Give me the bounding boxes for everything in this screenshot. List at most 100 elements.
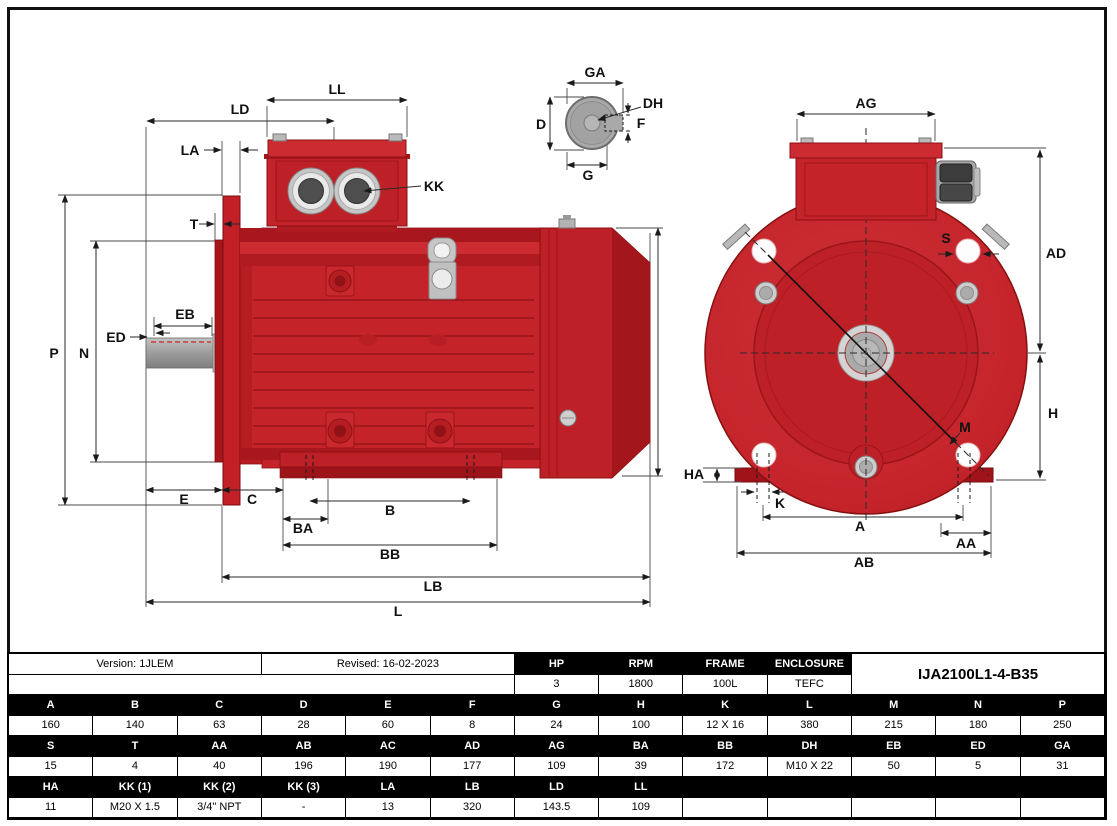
cable-gland-side-icon [935,160,981,204]
dim-label-BA: BA [293,520,313,536]
dim-label-C: C [247,491,257,507]
dim-label-T: T [190,216,199,232]
dim-header-LB: LB [430,777,515,798]
dim-label-LL: LL [328,81,346,97]
dim-header-AG: AG [514,736,600,757]
shaft-end-detail: GA D G F DH [536,64,663,183]
dim-label-E: E [179,491,188,507]
dim-value-M10 X 22: M10 X 22 [767,756,853,777]
dim-value-60: 60 [346,715,431,736]
dim-label-LD: LD [231,101,250,117]
dim-value-215: 215 [852,715,937,736]
front-view: AG AD H S M HA K [684,95,1066,570]
dim-value-empty [1020,797,1105,818]
hp-header: HP [514,654,600,675]
dim-label-B: B [385,502,395,518]
dim-label-AA: AA [956,535,976,551]
dim-header-HA: HA [9,777,94,798]
side-view: LL LD LA T KK P N EB ED [49,81,663,619]
dim-label-LA: LA [181,142,200,158]
dim-value-172: 172 [683,756,768,777]
dim-header-S: S [9,736,94,757]
dim-value-8: 8 [430,715,515,736]
dim-label-G: G [583,167,594,183]
dim-header-K: K [683,695,768,716]
dim-label-H: H [1048,405,1058,421]
dim-label-M: M [959,419,971,435]
dim-value-11: 11 [9,797,94,818]
dim-header-DH: DH [767,736,853,757]
dim-label-EB: EB [175,306,194,322]
hp-value: 3 [514,674,600,695]
plug-pin-right-icon [981,223,1010,251]
dim-label-BB: BB [380,546,400,562]
dim-header-C: C [177,695,262,716]
dim-header-empty [852,777,937,798]
dim-value-320: 320 [430,797,515,818]
dim-header-GA: GA [1020,736,1105,757]
dim-value-empty [767,797,853,818]
dim-label-AG: AG [856,95,877,111]
dim-header-B: B [93,695,178,716]
dim-value-160: 160 [9,715,94,736]
dim-label-L: L [394,603,403,619]
dim-header-AB: AB [261,736,347,757]
dim-header-BA: BA [599,736,684,757]
dim-label-LB: LB [424,578,443,594]
dim-value-15: 15 [9,756,94,777]
dim-header-A: A [9,695,94,716]
dim-label-A: A [855,518,865,534]
dim-header-empty [683,777,768,798]
center-hole [583,114,601,132]
cable-gland-left-icon [287,167,335,215]
dim-value-4: 4 [93,756,178,777]
dim-header-empty [936,777,1021,798]
model-number: IJA2100L1-4-B35 [852,654,1105,695]
dim-value-empty [936,797,1021,818]
side-dimensions: LL LD LA T KK P N EB ED [49,81,662,619]
dim-header-AA: AA [177,736,262,757]
dim-value-5: 5 [936,756,1021,777]
dim-value-12 X 16: 12 X 16 [683,715,768,736]
dim-label-AB: AB [854,554,874,570]
dim-value-empty [683,797,768,818]
dim-label-P: P [49,345,58,361]
dim-value-24: 24 [514,715,600,736]
dim-header-empty [767,777,853,798]
dim-header-L: L [767,695,853,716]
dim-value-63: 63 [177,715,262,736]
dim-value-143.5: 143.5 [514,797,600,818]
revised-cell: Revised: 16-02-2023 [261,654,515,675]
dim-value-140: 140 [93,715,178,736]
dim-value-50: 50 [852,756,937,777]
dim-header-H: H [599,695,684,716]
enclosure-header: ENCLOSURE [767,654,853,675]
dim-header-KK (1): KK (1) [93,777,178,798]
dim-value-109: 109 [599,797,684,818]
dim-header-empty [1020,777,1105,798]
terminal-box-front [789,137,981,221]
dim-value-31: 31 [1020,756,1105,777]
plug-pin-left-icon [722,223,751,251]
dim-value-40: 40 [177,756,262,777]
dim-label-DH: DH [643,95,663,111]
dim-header-LD: LD [514,777,600,798]
dim-value-190: 190 [346,756,431,777]
dim-value-39: 39 [599,756,684,777]
dim-header-EB: EB [852,736,937,757]
motor-body [239,227,541,479]
dim-value-180: 180 [936,715,1021,736]
dim-header-LL: LL [599,777,684,798]
rpm-value: 1800 [599,674,684,695]
enclosure-value: TEFC [767,674,853,695]
empty-cell [9,674,515,695]
dim-header-F: F [430,695,515,716]
dim-header-BB: BB [683,736,768,757]
dim-header-KK (2): KK (2) [177,777,262,798]
hex-screws [754,281,979,479]
dim-value-250: 250 [1020,715,1105,736]
flange-hole [751,442,777,468]
motor-drawing: LL LD LA T KK P N EB ED [49,64,1066,619]
flange-hole [955,238,981,264]
